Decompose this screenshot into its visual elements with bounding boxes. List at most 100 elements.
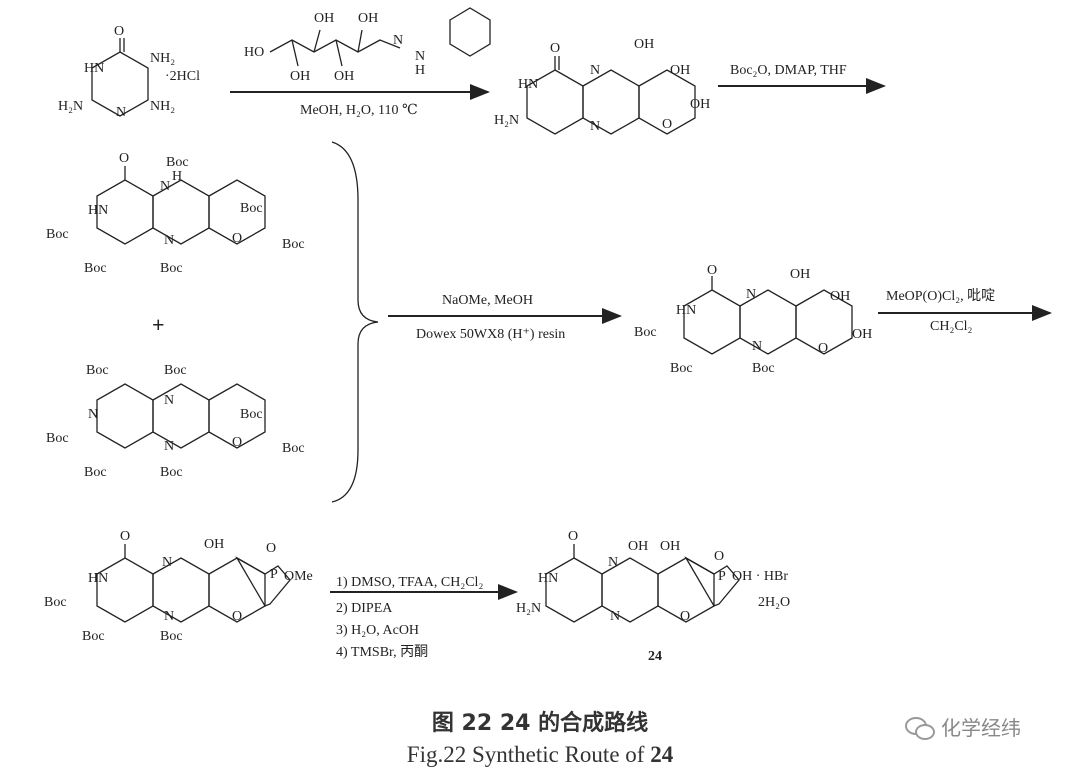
boc-label: Boc — [634, 325, 657, 340]
boc-label: Boc — [282, 237, 305, 252]
boc-label: Boc — [82, 629, 105, 644]
ring-n-label: N — [116, 105, 126, 120]
hbr-salt-label: OH · HBr — [732, 569, 788, 584]
carbonyl-o-label: O — [120, 529, 130, 544]
boc-label: Boc — [752, 361, 775, 376]
ring-o-label: O — [662, 117, 672, 132]
caption-en-compound: 24 — [650, 742, 674, 767]
oh-label: OH — [290, 69, 310, 84]
nh-label: N — [590, 63, 600, 78]
boc-label: Boc — [160, 465, 183, 480]
figure-caption-cn: 图 22 24 的合成路线 — [431, 711, 649, 736]
step3-bottom-conditions: Dowex 50WX8 (H⁺) resin — [416, 327, 565, 342]
nh2-label: NH₂ — [150, 51, 175, 66]
boc-label: Boc — [84, 465, 107, 480]
ring-o-label: O — [232, 609, 242, 624]
oh-label: OH — [334, 69, 354, 84]
ring-o-label: O — [232, 231, 242, 246]
ho-label: HO — [244, 45, 264, 60]
boc-label: Boc — [46, 227, 69, 242]
watermark-text: 化学经纬 — [941, 716, 1021, 740]
carbonyl-o-label: O — [119, 151, 129, 166]
boc-label: Boc — [240, 201, 263, 216]
boc-label: Boc — [44, 595, 67, 610]
carbonyl-o-label: O — [550, 41, 560, 56]
boc-label: Boc — [84, 261, 107, 276]
di-boc-triol: O HN N N O OH OH OH Boc Boc Boc — [634, 263, 872, 376]
boc-label: Boc — [282, 441, 305, 456]
hydrate-label: 2H₂O — [758, 595, 790, 610]
brace — [331, 141, 379, 503]
boc-label: Boc — [240, 407, 263, 422]
nh2-label-2: NH₂ — [150, 99, 175, 114]
oh-label: OH — [830, 289, 850, 304]
watermark: 化学经纬 — [905, 712, 1021, 741]
boc-label: Boc — [86, 363, 109, 378]
hn-label: HN — [88, 571, 108, 586]
p-oxo-label: O — [714, 549, 724, 564]
hn-label: HN — [676, 303, 696, 318]
n-label: N — [88, 407, 98, 422]
nh-label: N — [162, 555, 172, 570]
h2n-label: H₂N — [516, 601, 541, 616]
wechat-icon — [905, 715, 935, 740]
n-label: N — [164, 609, 174, 624]
compound-number: 24 — [648, 649, 662, 664]
oh-label: OH — [852, 327, 872, 342]
step3-top-conditions: NaOMe, MeOH — [442, 293, 533, 308]
step5-conditions-2: 2) DIPEA — [336, 601, 393, 616]
compound-24: O HN H₂N N N O OH OH O P OH · HBr 2H₂O 2… — [516, 529, 790, 664]
boc-label: Boc — [166, 155, 189, 170]
nh-label: N — [160, 179, 170, 194]
oh-label: OH — [670, 63, 690, 78]
boc-label: Boc — [160, 629, 183, 644]
h-label: H — [172, 169, 182, 184]
salt-label: ·2HCl — [165, 69, 200, 84]
gem-diol-oh-label: OH — [660, 539, 680, 554]
phosphorus-label: P — [718, 569, 726, 584]
hydrazone-n-label: N — [393, 33, 403, 48]
ring-o-label: O — [680, 609, 690, 624]
hn-label: HN — [518, 77, 538, 92]
step5-conditions-3: 3) H₂O, AcOH — [336, 623, 419, 638]
hn-label: HN — [84, 61, 104, 76]
carbonyl-o-label: O — [568, 529, 578, 544]
carbonyl-o-label: O — [114, 24, 124, 39]
nh-label: N — [164, 393, 174, 408]
starting-pyrimidine: O HN NH₂ ·2HCl N NH₂ H₂N — [58, 24, 200, 120]
boc-protected-a: O HN N H N O Boc Boc Boc Boc Boc Boc — [46, 151, 305, 276]
hn-label: HN — [88, 203, 108, 218]
pyranopterin-product: O HN H₂N N N O OH OH OH — [494, 37, 710, 135]
n-label: N — [164, 233, 174, 248]
oh-label: OH — [204, 537, 224, 552]
boc-label: Boc — [670, 361, 693, 376]
nh-label: N — [746, 287, 756, 302]
h2n-label: H₂N — [58, 99, 83, 114]
step5-conditions-4: 4) TMSBr, 丙酮 — [336, 645, 428, 660]
ring-o-label: O — [818, 341, 828, 356]
oh-label: OH — [358, 11, 378, 26]
cyclic-phosphate-intermediate: O HN N N O OH O P OMe Boc Boc Boc — [44, 529, 313, 644]
h2n-label: H₂N — [494, 113, 519, 128]
ome-label: OMe — [284, 569, 313, 584]
p-oxo-label: O — [266, 541, 276, 556]
gem-diol-oh-label: OH — [628, 539, 648, 554]
hn-label: HN — [538, 571, 558, 586]
step4-top-conditions: MeOP(O)Cl₂, 吡啶 — [886, 288, 995, 304]
carbonyl-o-label: O — [707, 263, 717, 278]
oh-label: OH — [690, 97, 710, 112]
oh-label: OH — [634, 37, 654, 52]
n-label: N — [164, 439, 174, 454]
step5-conditions-1: 1) DMSO, TFAA, CH₂Cl₂ — [336, 575, 483, 590]
boc-label: Boc — [164, 363, 187, 378]
boc-protected-b: Boc Boc N N N O Boc Boc Boc Boc Boc — [46, 363, 305, 480]
hydrazone-nh-label: N — [415, 49, 425, 64]
nh-label: N — [590, 119, 600, 134]
step4-bottom-conditions: CH₂Cl₂ — [930, 319, 973, 334]
nh-label: N — [610, 609, 620, 624]
oh-label: OH — [790, 267, 810, 282]
sugar-hydrazone: HO OH OH OH OH N N H — [244, 7, 491, 84]
plus-sign: + — [152, 312, 165, 337]
n-label: N — [752, 339, 762, 354]
